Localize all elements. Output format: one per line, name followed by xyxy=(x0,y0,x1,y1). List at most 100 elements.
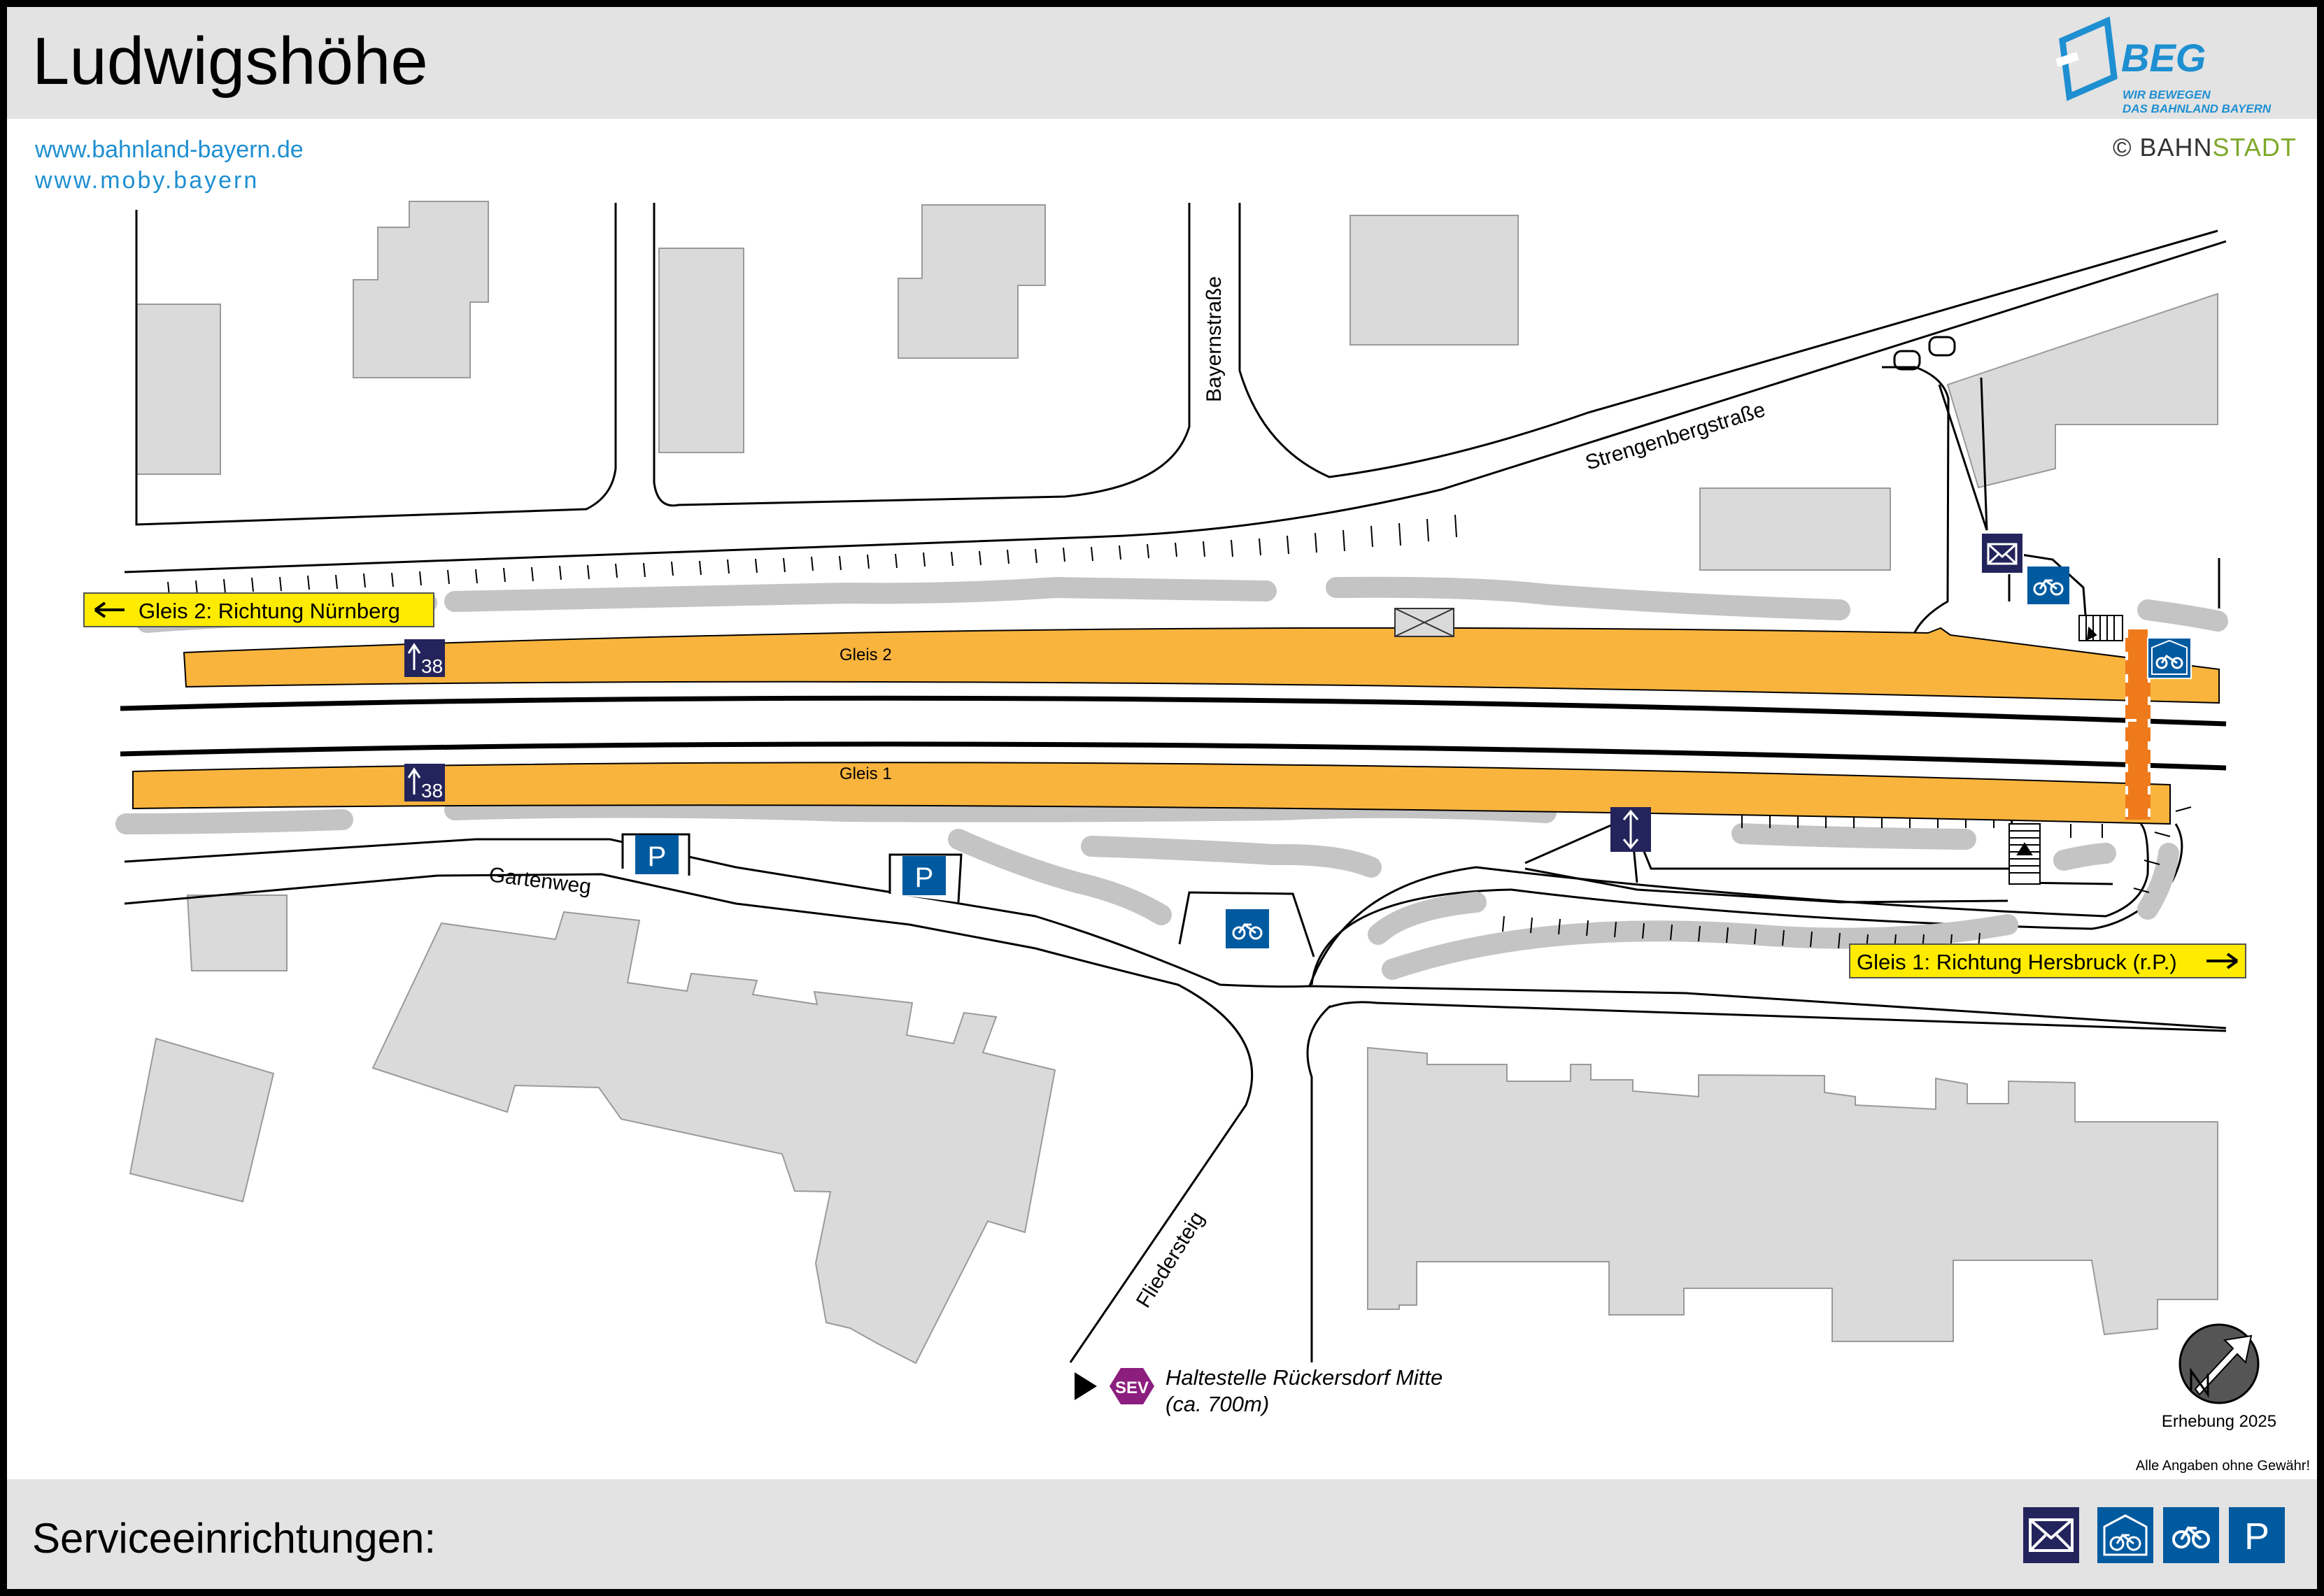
svg-text:P: P xyxy=(648,841,667,872)
link-bahnland-bayern[interactable]: www.bahnland-bayern.de xyxy=(35,136,304,163)
station-map: 38 38 xyxy=(83,201,2310,1474)
parking-icon: P xyxy=(902,856,946,895)
road-edge xyxy=(653,203,1191,507)
building xyxy=(129,1037,275,1203)
bike-parking-icon xyxy=(1226,909,1269,948)
track xyxy=(120,695,2227,727)
road-edge xyxy=(124,873,1254,1363)
svg-text:P: P xyxy=(2244,1516,2269,1558)
web-links: www.bahnland-bayern.de www.moby.bayern xyxy=(35,134,304,196)
level-crossing xyxy=(2125,629,2151,820)
parking-icon: P xyxy=(635,835,679,874)
hedge xyxy=(2137,599,2228,632)
platform-height-label: 38 xyxy=(421,780,443,801)
lift-icon xyxy=(1610,807,1651,852)
hedge xyxy=(444,577,1277,612)
track xyxy=(120,741,2227,771)
road-edge xyxy=(1238,203,2218,478)
letterbox-icon xyxy=(2023,1507,2079,1563)
arrow-right-icon xyxy=(2206,953,2239,969)
platform-label-gleis-2: Gleis 2 xyxy=(839,646,892,664)
direction-label-gleis-2: Gleis 2: Richtung Nürnberg xyxy=(139,599,400,623)
bike-box-icon xyxy=(2097,1507,2153,1563)
building xyxy=(371,911,1056,1365)
platform-height-icon: 38 xyxy=(404,639,445,677)
building xyxy=(898,204,1046,359)
road-edge xyxy=(1308,822,2149,987)
copyright-prefix: © BAHN xyxy=(2113,133,2213,162)
beg-logo-icon xyxy=(2055,16,2118,101)
letterbox-icon xyxy=(1981,532,2024,574)
road-edge xyxy=(1882,366,1950,666)
building xyxy=(1699,487,1891,571)
ramp-arrow-icon xyxy=(2016,842,2033,855)
shelter-icon xyxy=(1394,608,1454,637)
hedge xyxy=(1326,576,1850,620)
disclaimer: Alle Angaben ohne Gewähr! xyxy=(2136,1458,2310,1474)
beg-logo-word: BEG xyxy=(2121,36,2206,80)
road-edge xyxy=(1524,867,2008,904)
direction-label-gleis-1: Gleis 1: Richtung Hersbruck (r.P.) xyxy=(1857,950,2177,974)
building xyxy=(186,895,288,971)
hedge xyxy=(1368,892,1487,945)
ramp-arrow-icon xyxy=(2086,626,2097,641)
street-label-gartenweg: Gartenweg xyxy=(488,863,593,899)
hedge xyxy=(1731,823,1976,850)
sev-stop-name: Haltestelle Rückersdorf Mitte xyxy=(1165,1365,1443,1390)
fence xyxy=(167,514,1457,597)
hedge xyxy=(948,829,1172,925)
hedge xyxy=(115,809,353,834)
svg-text:SEV: SEV xyxy=(1115,1378,1149,1397)
building xyxy=(1349,215,1519,345)
bollard xyxy=(1928,336,1956,357)
beg-logo[interactable]: BEG WIR BEWEGEN DAS BAHNLAND BAYERN xyxy=(2050,14,2288,119)
building xyxy=(658,248,744,453)
road-edge xyxy=(135,203,617,526)
north-arrow-icon xyxy=(2178,1323,2260,1404)
beg-tagline-2: DAS BAHNLAND BAYERN xyxy=(2123,102,2272,115)
platform-label-gleis-1: Gleis 1 xyxy=(839,764,892,783)
platform-height-label: 38 xyxy=(421,655,443,677)
survey-year: Erhebung 2025 xyxy=(2162,1412,2276,1431)
svg-text:P: P xyxy=(915,862,934,893)
hedge xyxy=(1382,914,2018,980)
road-edge xyxy=(124,838,2227,1029)
direction-gleis-2: Gleis 2: Richtung Nürnberg xyxy=(83,592,434,627)
platform-gleis-1 xyxy=(132,762,2171,825)
platform-gleis-2 xyxy=(183,627,2220,704)
footer-label: Serviceeinrichtungen: xyxy=(32,1515,437,1562)
building xyxy=(353,201,489,378)
fence xyxy=(2133,806,2192,893)
arrow-left-icon xyxy=(94,601,125,618)
hedge xyxy=(1081,836,1382,878)
bike-parking-icon xyxy=(2163,1507,2219,1563)
platform-height-icon: 38 xyxy=(404,764,445,801)
bike-parking-icon xyxy=(2027,567,2069,604)
link-moby-bayern[interactable]: www.moby.bayern xyxy=(35,167,260,194)
footer-bar: Serviceeinrichtungen: P xyxy=(7,1479,2317,1589)
hedge xyxy=(2137,843,2179,920)
road-edge xyxy=(124,240,2227,573)
beg-tagline-1: WIR BEWEGEN xyxy=(2123,88,2211,101)
beg-tagline: WIR BEWEGEN DAS BAHNLAND BAYERN xyxy=(2123,88,2271,116)
sev-stop-distance: (ca. 700m) xyxy=(1165,1392,1269,1416)
pointer-triangle-icon xyxy=(1075,1372,1097,1400)
hedge xyxy=(2053,843,2116,871)
sev-badge: SEV xyxy=(1110,1368,1154,1404)
direction-gleis-1: Gleis 1: Richtung Hersbruck (r.P.) xyxy=(1849,943,2246,978)
page-title: Ludwigshöhe xyxy=(32,24,428,99)
building xyxy=(1367,1046,2218,1342)
header-bar: Ludwigshöhe BEG WIR BEWEGEN DAS BAHNLAND… xyxy=(7,7,2317,119)
parking-icon: P xyxy=(2229,1507,2285,1563)
bike-box-icon xyxy=(2147,637,2192,679)
fence xyxy=(1502,915,1981,950)
building xyxy=(1946,292,2218,489)
road-edge xyxy=(1938,377,1988,531)
road-edge xyxy=(1328,1001,2227,1032)
bollard xyxy=(1893,350,1921,371)
copyright-suffix: STADT xyxy=(2212,133,2297,162)
building xyxy=(136,304,221,475)
copyright: © BAHNSTADT xyxy=(2113,133,2297,162)
street-label-fliedersteig: Fliedersteig xyxy=(1132,1208,1209,1312)
